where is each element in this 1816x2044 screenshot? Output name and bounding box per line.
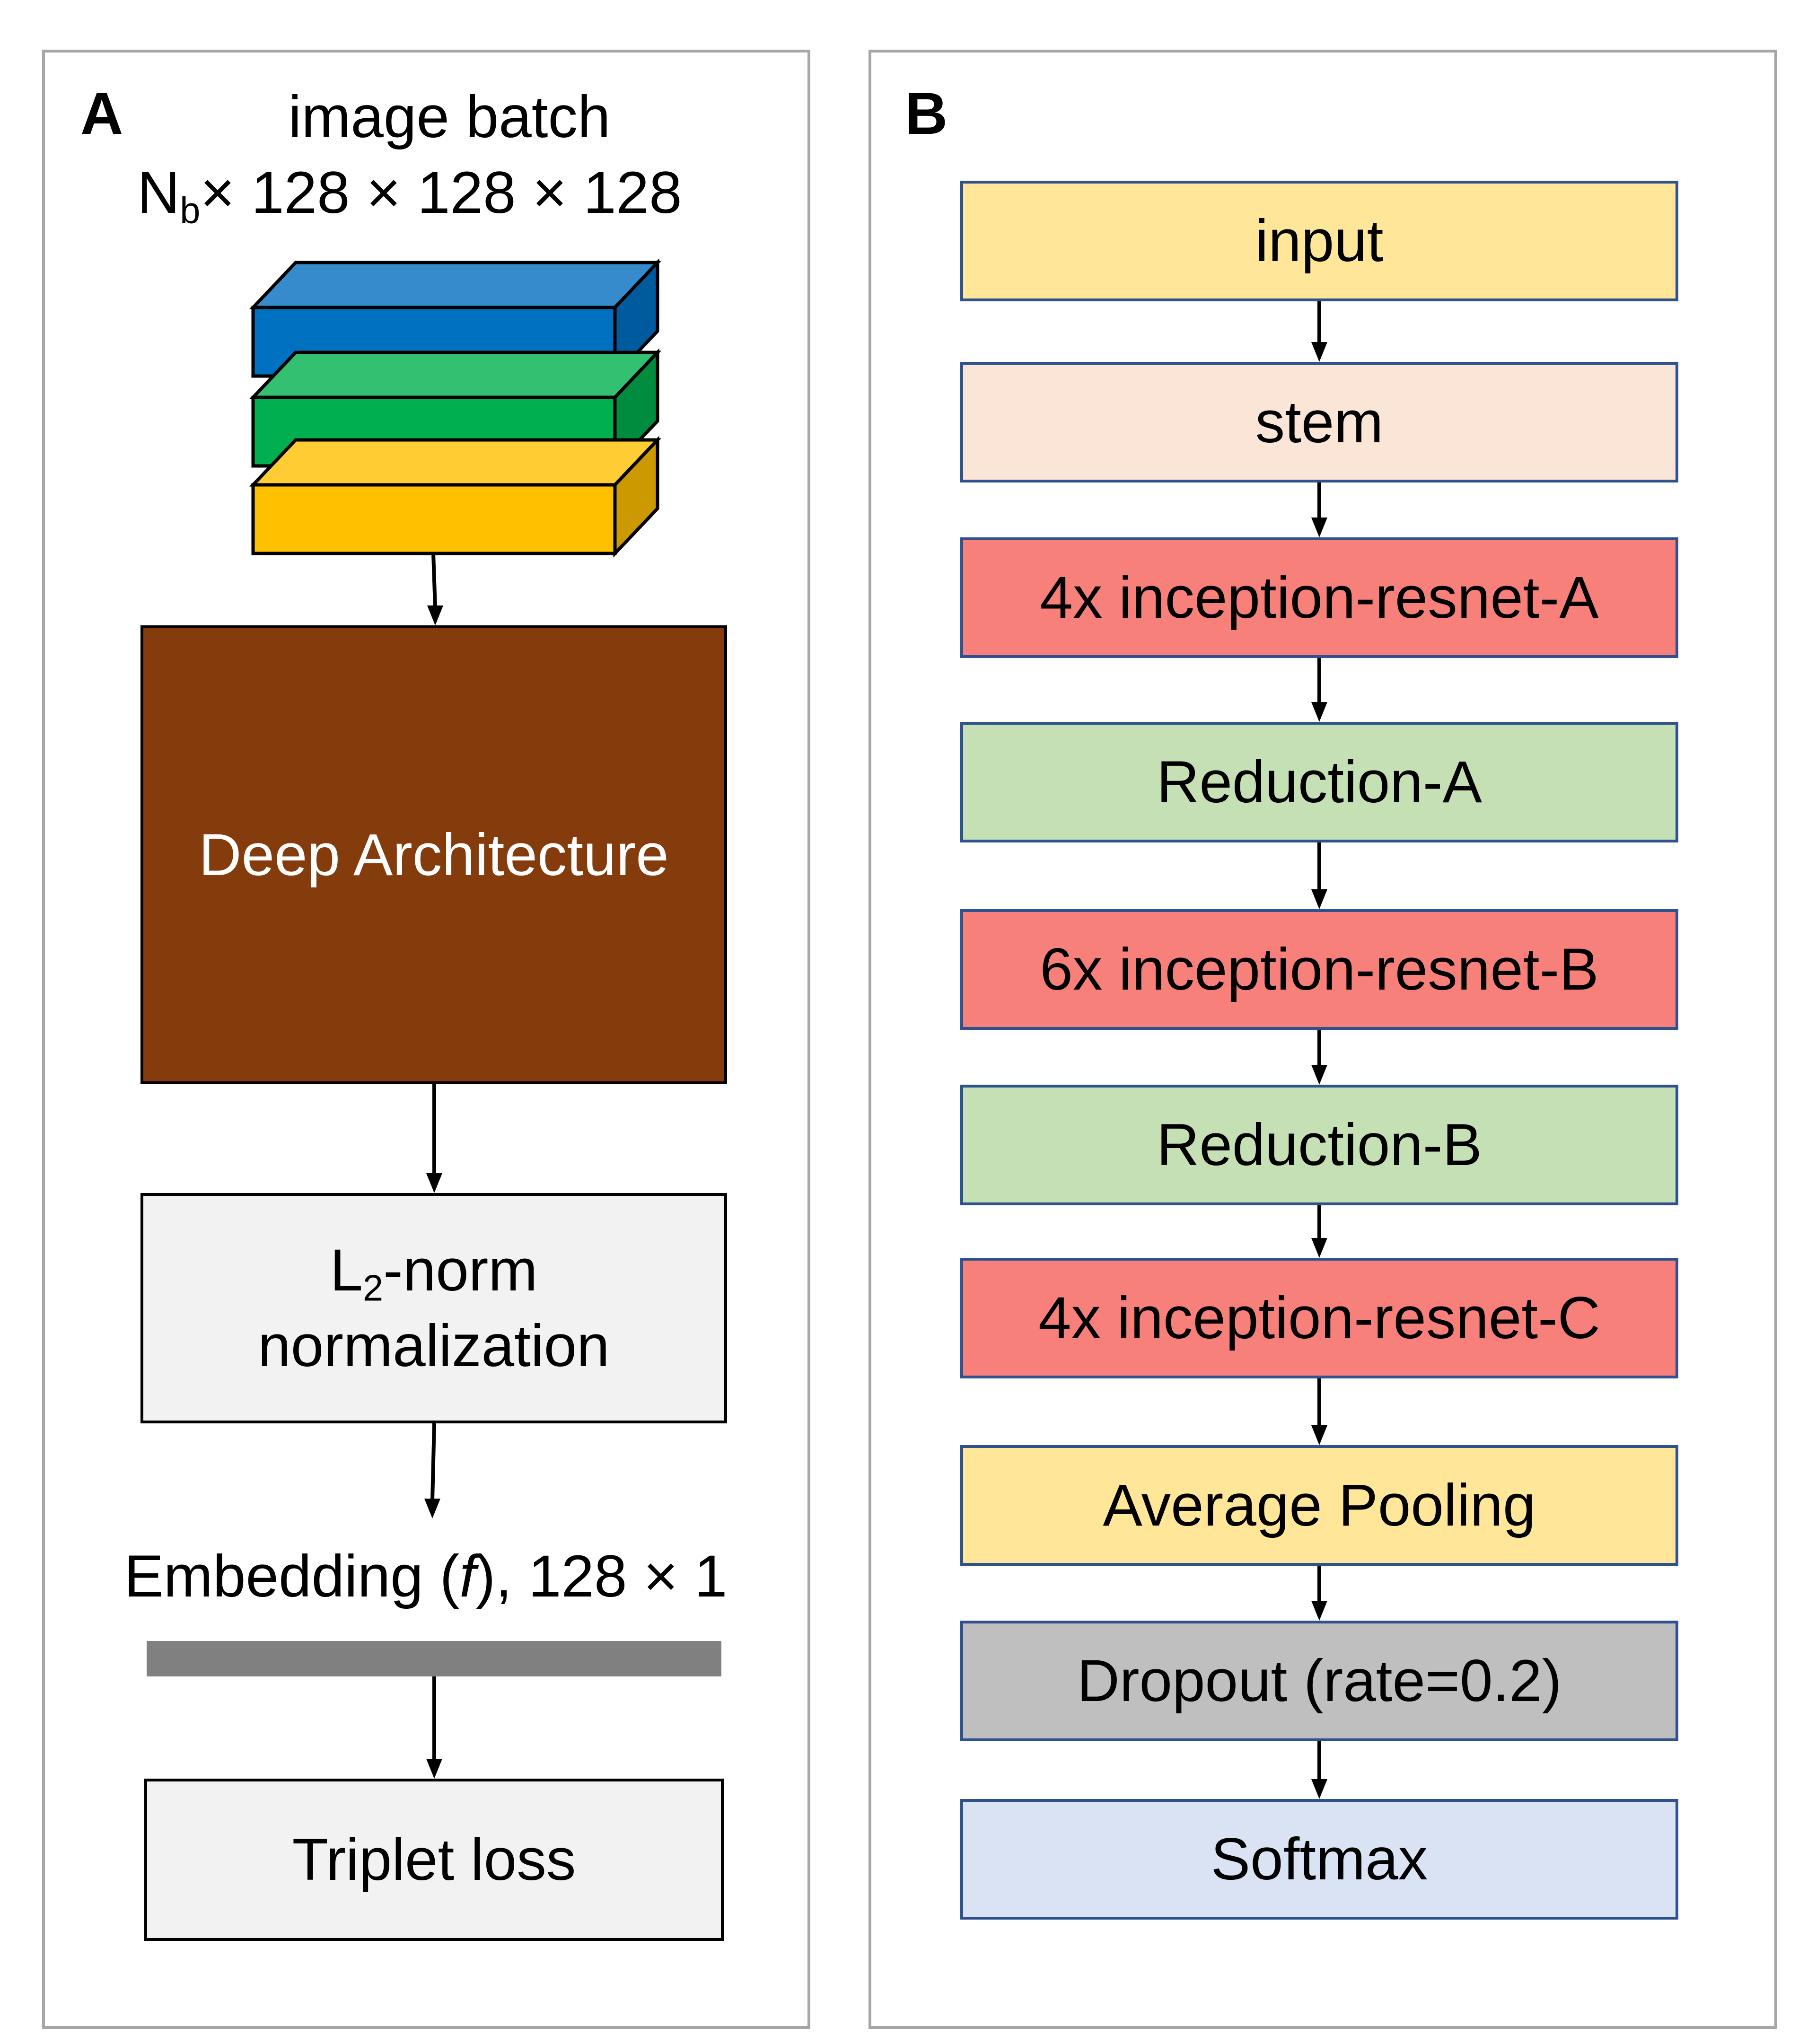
flow-arrow-7 [1311, 1378, 1327, 1445]
yellow-layer-front-face [251, 483, 617, 555]
flow-block-label: Average Pooling [1103, 1473, 1536, 1538]
flow-arrow-3 [1311, 658, 1327, 722]
flow-arrow-2 [1311, 482, 1327, 537]
flow-block-label: Softmax [1211, 1826, 1428, 1892]
flow-block-10: Softmax [960, 1799, 1678, 1920]
flow-block-label: stem [1255, 389, 1384, 455]
flow-block-label: input [1255, 208, 1384, 274]
yellow-layer [249, 436, 662, 558]
flow-block-8: Average Pooling [960, 1445, 1678, 1566]
dims-rest: × 128 × 128 × 128 [200, 160, 682, 226]
input-title: image batch [288, 84, 611, 150]
flow-block-label: 6x inception-resnet-B [1040, 937, 1599, 1002]
flow-block-label: Reduction-B [1157, 1112, 1482, 1178]
arrow-embedding-to-loss [426, 1676, 442, 1779]
embedding-suffix: ), 128 × 1 [475, 1544, 728, 1609]
arrow-deep-to-norm [426, 1084, 442, 1193]
l2-norm-line1: L2-norm [330, 1233, 537, 1308]
input-dimensions: Nb× 128 × 128 × 128 [137, 163, 776, 229]
flow-arrow-6 [1311, 1205, 1327, 1258]
flow-block-3: 4x inception-resnet-A [960, 537, 1678, 658]
dims-prefix: N [137, 160, 180, 226]
deep-architecture-label: Deep Architecture [199, 822, 669, 888]
flow-block-label: Dropout (rate=0.2) [1077, 1648, 1562, 1714]
flow-block-5: 6x inception-resnet-B [960, 909, 1678, 1030]
flow-block-4: Reduction-A [960, 722, 1678, 842]
flow-block-1: input [960, 181, 1678, 301]
triplet-loss-label: Triplet loss [292, 1827, 576, 1893]
image-batch-stack [249, 258, 662, 558]
triplet-loss-block: Triplet loss [144, 1779, 724, 1941]
l2-norm-line2: normalization [258, 1313, 610, 1379]
panel-a-label: A [80, 81, 123, 147]
flow-block-6: Reduction-B [960, 1085, 1678, 1205]
flow-block-label: 4x inception-resnet-C [1038, 1285, 1601, 1351]
flow-block-label: Reduction-A [1157, 749, 1482, 815]
l2-rest: -norm [383, 1237, 538, 1303]
flow-arrow-1 [1311, 301, 1327, 362]
flow-block-2: stem [960, 362, 1678, 482]
arrow-stack-to-deep [427, 553, 443, 625]
embedding-label: Embedding (f), 128 × 1 [71, 1547, 781, 1606]
flow-arrow-9 [1311, 1741, 1327, 1799]
arrow-norm-to-embedding [424, 1423, 440, 1518]
l2-subscript: 2 [363, 1268, 384, 1309]
flow-arrow-8 [1311, 1566, 1327, 1621]
panel-b-label: B [905, 81, 948, 147]
embedding-vector-bar [147, 1641, 721, 1676]
dims-subscript: b [180, 190, 201, 231]
panel-a-arrows [424, 553, 443, 1779]
deep-architecture-block: Deep Architecture [140, 625, 727, 1084]
l2-norm-block: L2-norm normalization [140, 1193, 727, 1423]
flow-arrow-4 [1311, 842, 1327, 909]
embedding-f: f [459, 1544, 476, 1609]
embedding-prefix: Embedding ( [124, 1544, 460, 1609]
flow-block-9: Dropout (rate=0.2) [960, 1621, 1678, 1741]
l2-prefix: L [330, 1237, 363, 1303]
flow-block-label: 4x inception-resnet-A [1040, 565, 1599, 631]
flow-block-7: 4x inception-resnet-C [960, 1258, 1678, 1378]
flow-arrow-5 [1311, 1030, 1327, 1085]
